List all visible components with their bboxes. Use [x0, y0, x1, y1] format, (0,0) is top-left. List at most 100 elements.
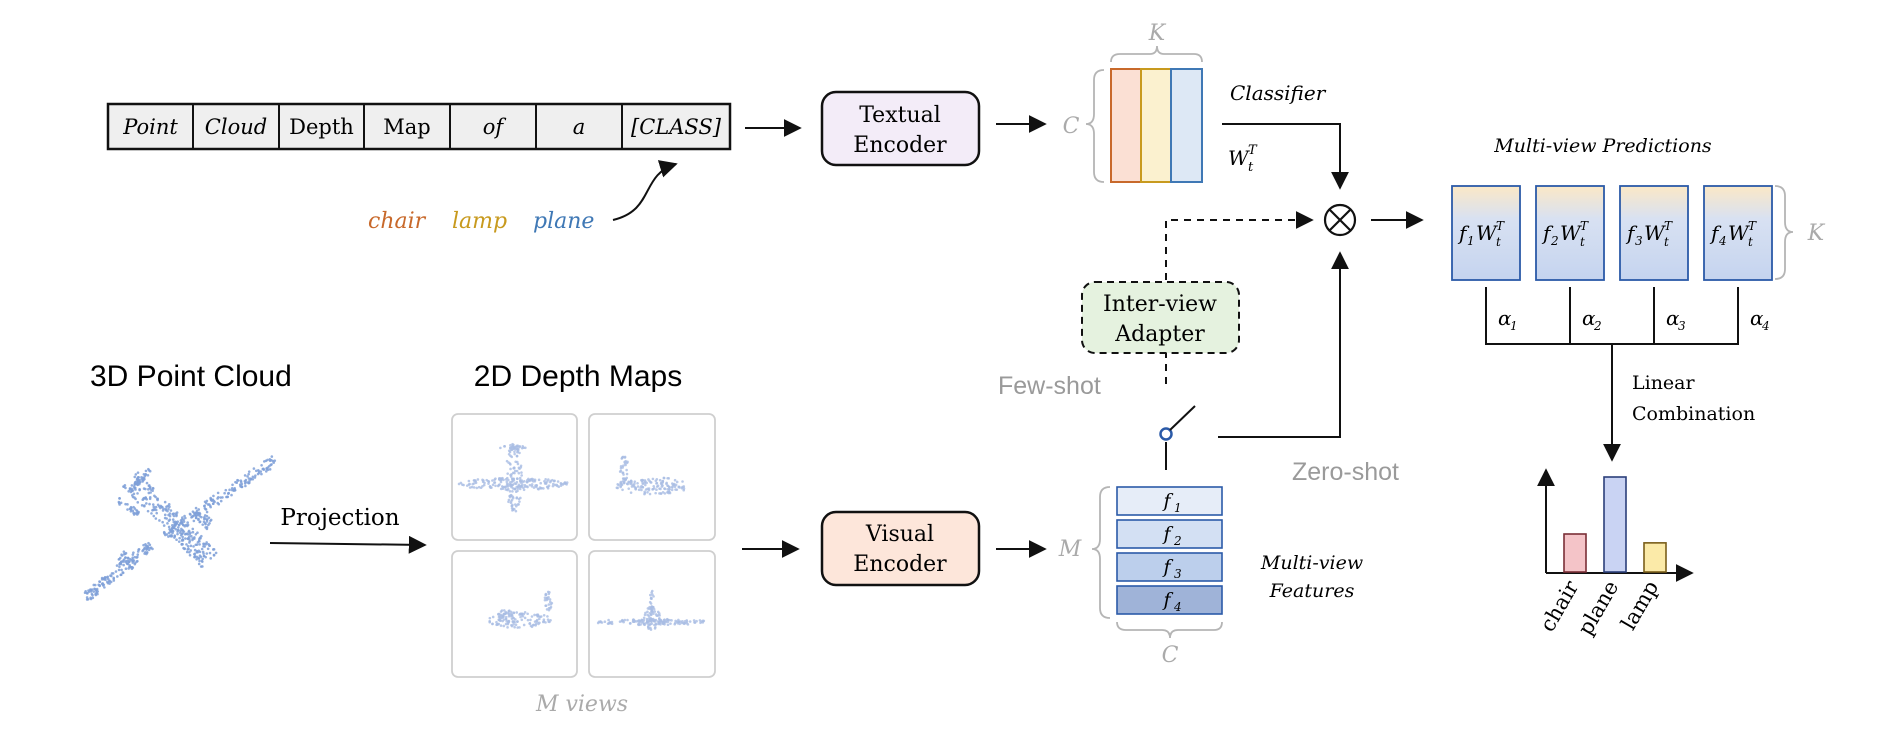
- point-cloud-point: [151, 486, 155, 490]
- depth-point: [528, 478, 532, 482]
- depth-point: [518, 476, 522, 480]
- point-cloud-point: [138, 488, 141, 491]
- point-cloud-point: [174, 512, 177, 515]
- point-cloud-point: [143, 546, 147, 550]
- point-cloud-point: [194, 533, 198, 536]
- depth-point: [508, 494, 511, 498]
- depth-point: [501, 476, 504, 480]
- depth-point: [633, 482, 636, 486]
- depth-point: [526, 612, 529, 616]
- point-cloud-point: [132, 559, 136, 562]
- point-cloud-point: [204, 501, 208, 505]
- point-cloud-point: [195, 509, 199, 513]
- point-cloud-point: [175, 522, 178, 526]
- point-cloud-point: [167, 507, 170, 511]
- features-dim-c: C: [1162, 643, 1179, 668]
- depth-point: [669, 622, 672, 625]
- point-cloud-point: [214, 551, 218, 555]
- point-cloud-point: [196, 511, 200, 515]
- point-cloud-point: [130, 484, 134, 487]
- point-cloud-point: [133, 475, 137, 479]
- point-cloud-point: [256, 472, 260, 476]
- depth-point: [643, 483, 647, 487]
- depth-point: [672, 483, 676, 487]
- point-cloud-point: [127, 489, 130, 493]
- depth-point: [549, 607, 552, 610]
- depth-point: [678, 622, 682, 626]
- point-cloud-point: [179, 533, 183, 537]
- point-cloud-point: [133, 507, 137, 510]
- point-cloud-point: [234, 480, 237, 484]
- point-cloud-point: [136, 478, 140, 482]
- point-cloud-point: [122, 563, 125, 567]
- point-cloud-point: [198, 537, 201, 541]
- depth-point: [530, 615, 534, 618]
- depth-point: [626, 460, 629, 464]
- adapter-box: [1081, 281, 1240, 354]
- depth-point: [673, 478, 677, 482]
- point-cloud-point: [154, 517, 158, 520]
- point-cloud-point: [158, 519, 161, 522]
- point-cloud-point: [225, 495, 229, 499]
- feature-symbol: f: [1161, 556, 1173, 578]
- depth-point: [659, 482, 663, 485]
- depth-point: [532, 480, 535, 483]
- depth-point: [661, 479, 665, 483]
- point-cloud-point: [131, 495, 135, 499]
- point-cloud-point: [105, 580, 109, 584]
- point-cloud-point: [131, 561, 135, 564]
- point-cloud-point: [273, 459, 277, 462]
- depth-point: [491, 622, 494, 626]
- depth-point: [506, 621, 510, 625]
- depth-point: [506, 626, 509, 629]
- depth-point: [618, 620, 622, 623]
- depth-point: [668, 618, 671, 622]
- depth-point: [663, 487, 666, 490]
- depth-point: [650, 589, 654, 593]
- depth-point: [537, 622, 540, 626]
- alpha-weight: α: [1666, 306, 1680, 330]
- feature-symbol: f: [1161, 589, 1173, 611]
- depth-point: [515, 469, 519, 473]
- switch-pivot: [1159, 427, 1173, 441]
- depth-point: [467, 483, 471, 486]
- point-cloud-point: [100, 578, 104, 581]
- depth-maps-title: 2D Depth Maps: [474, 360, 682, 393]
- depth-point: [621, 480, 625, 483]
- depth-point: [658, 616, 661, 620]
- depth-point: [512, 623, 515, 626]
- depth-point: [515, 454, 519, 458]
- point-cloud-point: [166, 522, 169, 525]
- feature-subscript: 2: [1173, 534, 1182, 548]
- depth-point: [523, 483, 527, 487]
- point-cloud-point: [268, 468, 272, 471]
- depth-point: [507, 452, 511, 456]
- prompt-token: Map: [383, 115, 430, 139]
- depth-point: [675, 480, 679, 484]
- weight-superscript: T: [1248, 143, 1258, 158]
- multiply-cross-b: [1328, 208, 1352, 232]
- depth-point: [519, 496, 522, 500]
- weight-symbol: W: [1228, 146, 1250, 170]
- point-cloud-point: [148, 484, 151, 487]
- point-cloud-point: [133, 483, 136, 486]
- depth-point: [596, 621, 600, 625]
- depth-point: [661, 490, 665, 494]
- point-cloud-point: [188, 553, 192, 557]
- point-cloud-point: [177, 540, 181, 543]
- depth-point: [654, 479, 658, 483]
- depth-point: [636, 485, 640, 488]
- depth-point: [501, 487, 505, 490]
- depth-point: [510, 498, 514, 502]
- visual-encoder: Visual Encoder: [820, 510, 981, 587]
- depth-point: [515, 611, 519, 614]
- point-cloud-point: [188, 532, 192, 536]
- textual-encoder-line1: Textual: [859, 103, 941, 128]
- point-cloud-point: [193, 512, 197, 516]
- combination-line2: Combination: [1632, 403, 1755, 425]
- depth-point: [621, 488, 624, 492]
- chart-bar-chair: [1563, 533, 1587, 573]
- point-cloud-title: 3D Point Cloud: [90, 360, 292, 393]
- class-word-plane: plane: [533, 209, 594, 234]
